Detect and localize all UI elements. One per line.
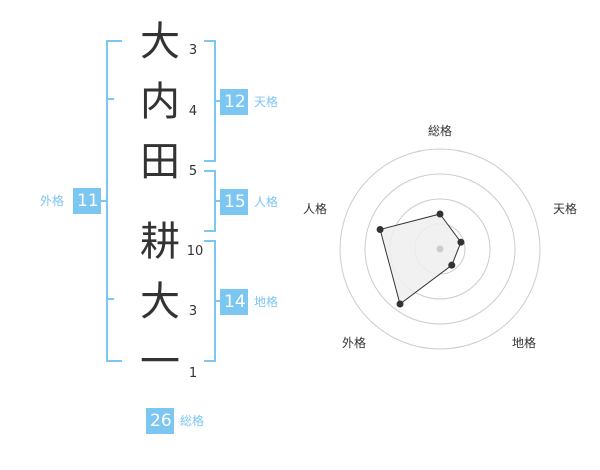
radar-center-dot (436, 245, 444, 253)
stroke-count-2: 4 (188, 104, 198, 119)
radar-ring-4 (339, 148, 541, 350)
tenkaku-label: 天格 (254, 95, 279, 109)
radar-axis-label-jinkaku: 人格 (302, 202, 327, 216)
stroke-count-1: 3 (188, 43, 198, 58)
name-char-5: 大 (140, 279, 180, 325)
radar-point-3 (448, 261, 456, 269)
name-char-1: 大 (140, 19, 180, 65)
name-char-2: 内 (140, 79, 180, 125)
radar-point-1 (436, 210, 444, 218)
radar-point-2 (457, 238, 465, 246)
gaikaku-badge: 11 (73, 188, 101, 214)
stroke-count-4: 10 (186, 244, 204, 259)
radar-point-4 (396, 300, 404, 308)
radar-axis-label-tenkaku: 天格 (552, 202, 577, 216)
gaikaku-connector (101, 200, 107, 202)
chikaku-connector (214, 300, 222, 302)
tenkaku-badge: 12 (220, 89, 248, 115)
name-char-3: 田 (140, 139, 180, 185)
gaikaku-label: 外格 (40, 194, 65, 208)
jinkaku-badge: 15 (220, 189, 248, 215)
gaikaku-bracket-tick-1 (106, 98, 114, 100)
stroke-count-3: 5 (188, 164, 198, 179)
soukaku-badge: 26 (146, 408, 174, 434)
jinkaku-label: 人格 (254, 195, 279, 209)
chikaku-badge: 14 (220, 289, 248, 315)
radar-ring-3 (364, 173, 516, 325)
chikaku-label: 地格 (254, 295, 279, 309)
gaikaku-bracket (106, 40, 122, 362)
gaikaku-bracket-tick-2 (106, 298, 114, 300)
radar-axis-label-soukaku: 総格 (427, 124, 452, 138)
tenkaku-connector (214, 100, 222, 102)
name-char-4: 耕 (140, 219, 180, 265)
radar-axis-label-gaikaku: 外格 (341, 336, 366, 350)
name-char-6: 一 (140, 339, 180, 385)
stroke-count-5: 3 (188, 304, 198, 319)
radar-axis-label-chikaku: 地格 (511, 336, 536, 350)
stroke-count-6: 1 (188, 366, 198, 381)
jinkaku-connector (214, 200, 222, 202)
soukaku-label: 総格 (180, 414, 205, 428)
radar-data-polygon (379, 213, 462, 305)
radar-point-5 (376, 226, 384, 234)
